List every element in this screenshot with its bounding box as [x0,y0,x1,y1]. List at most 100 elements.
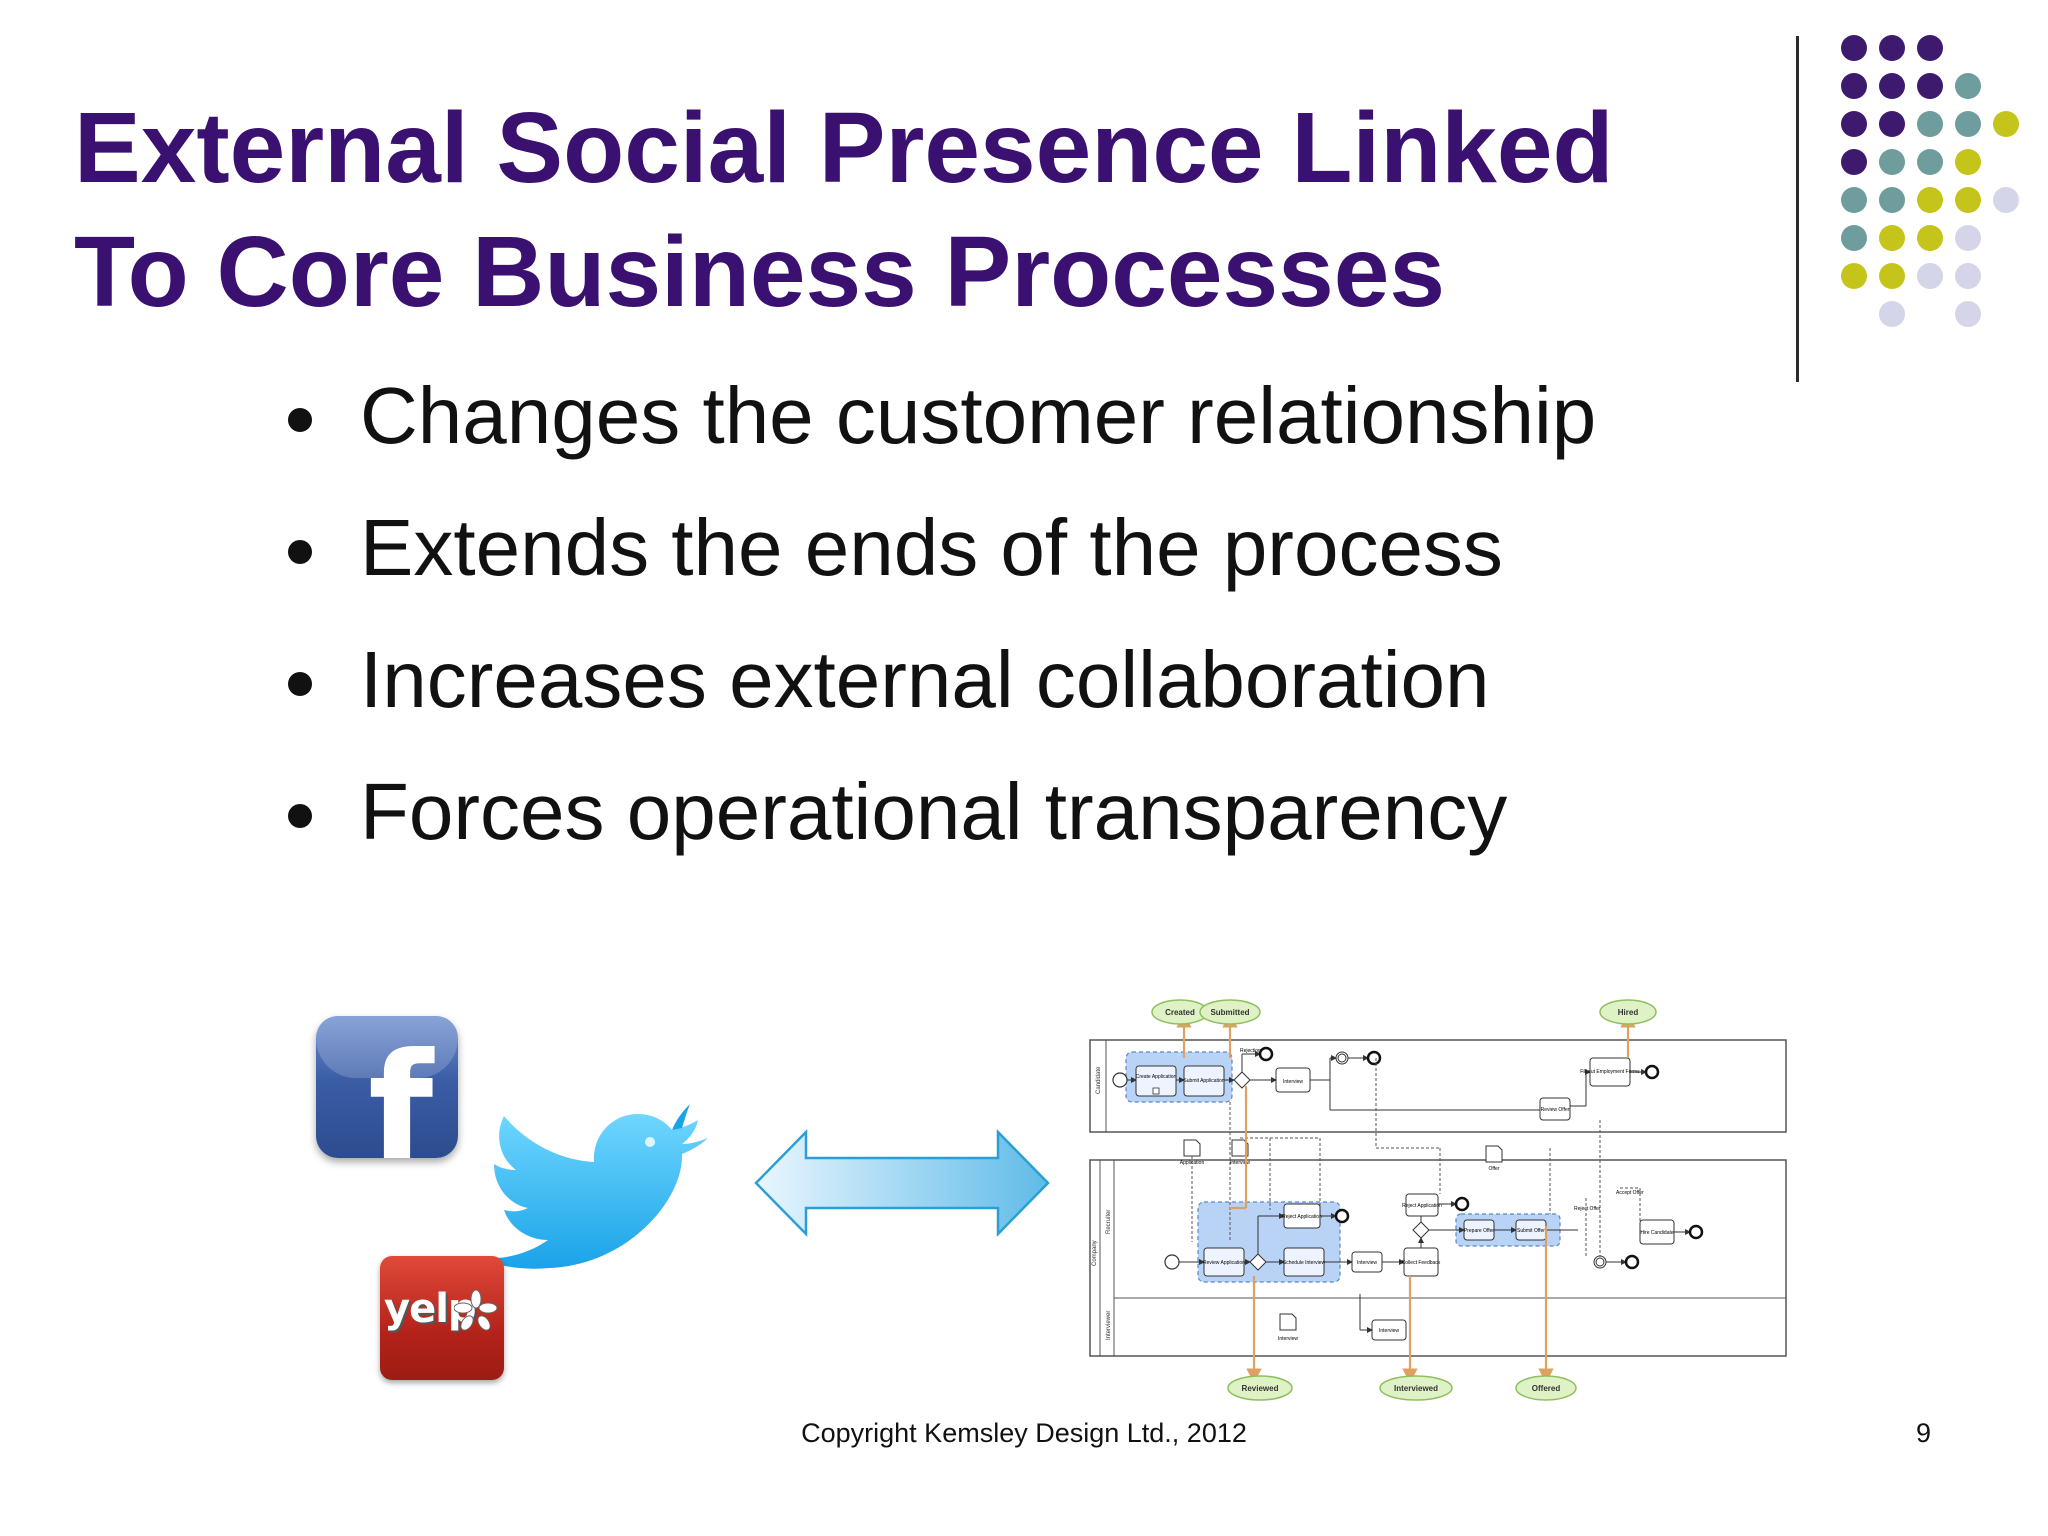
milestone-interviewed [1379,1375,1453,1401]
dot [1955,149,1981,175]
diagram-shape [1485,1145,1503,1163]
diagram-label: Schedule Interview [1283,1260,1326,1266]
diagram-shape [1249,1253,1267,1271]
diagram-event [645,1137,655,1147]
diagram-event [1112,1072,1128,1088]
dot [1993,187,2019,213]
diagram-label: Submit Application [1183,1078,1224,1084]
diagram-label: Hire Candidate [1640,1230,1674,1236]
dot [1955,225,1981,251]
bullet-item: Changes the customer relationship [270,350,1596,482]
diagram-box [1135,1065,1177,1097]
bullet-item: Forces operational transparency [270,746,1596,878]
diagram-box [1539,1097,1571,1121]
double-headed-arrow-icon [754,1128,1050,1238]
diagram-event [1334,1208,1350,1224]
bullet-dot-icon [288,804,312,828]
lane-label: Interviewer [1106,1311,1112,1340]
diagram-label: Interview [1283,1079,1303,1085]
diagram-label: Reviewed [1242,1384,1279,1393]
diagram-label: Review Application [1203,1260,1245,1266]
diagram-label: Interview [1379,1328,1399,1334]
dot [1841,225,1867,251]
diagram-shape [672,1104,690,1130]
diagram-event [1644,1064,1660,1080]
diagram-ellipse [477,1315,491,1331]
diagram-shape [480,1114,708,1269]
diagram-label: Interview [1278,1336,1298,1342]
dot [1917,187,1943,213]
diagram-label: Reject Offer [1574,1206,1601,1212]
diagram-group [1176,1012,1636,1384]
dot [1955,187,1981,213]
page-number: 9 [1916,1418,1932,1448]
dot [1841,35,1867,61]
dot [1993,111,2019,137]
diagram-event [1164,1254,1180,1270]
milestone-hired [1599,999,1657,1025]
diagram-box [1405,1193,1439,1217]
diagram-event [1258,1046,1274,1062]
diagram-label: Fill out Employment Forms [1580,1069,1640,1075]
dot [1955,301,1981,327]
diagram-label: Prepare Offer [1464,1228,1495,1234]
dot [1879,301,1905,327]
diagram-group [1191,1058,1641,1258]
dot [1841,187,1867,213]
dot [1879,73,1905,99]
dot [1917,225,1943,251]
dot [1879,149,1905,175]
diagram-label: Collect Feedback [1402,1260,1441,1266]
dot [1955,111,1981,137]
diagram-shape [1231,1139,1249,1157]
dot [1917,73,1943,99]
yelp-icon: yelp [380,1256,504,1380]
diagram-event [1454,1196,1470,1212]
diagram-label: Interviewed [1394,1384,1438,1393]
diagram-label: Interview [1230,1160,1250,1166]
diagram-label: Offered [1532,1384,1561,1393]
diagram-shape [754,1128,1050,1238]
diagram-label: Created [1165,1008,1195,1017]
bullet-dot-icon [288,408,312,432]
facebook-glyph: f [368,1022,434,1158]
diagram-label: Submit Offer [1517,1228,1545,1234]
diagram-event [1624,1254,1640,1270]
diagram-label: Create Application [1136,1074,1177,1080]
bullet-text: Increases external collaboration [360,635,1490,724]
twitter-bird-icon [480,1104,708,1269]
diagram-box [1183,1065,1225,1097]
diagram-box [1152,1087,1160,1095]
bullet-dot-icon [288,672,312,696]
social-icons-group: f yelp [300,1000,740,1400]
diagram-ellipse [460,1315,474,1331]
diagram-shape [1279,1313,1297,1331]
diagram-label: Review Offer [1541,1107,1570,1113]
bullet-text: Extends the ends of the process [360,503,1503,592]
milestone-reviewed [1227,1375,1293,1401]
milestone-offered [1515,1375,1577,1401]
dot [1879,225,1905,251]
dot [1917,263,1943,289]
milestone-submitted [1199,999,1261,1025]
dot [1917,149,1943,175]
diagram-label: Offer [1488,1166,1499,1172]
bullet-item: Extends the ends of the process [270,482,1596,614]
diagram-shape [1183,1139,1201,1157]
diagram-label: Reject Application [1402,1203,1442,1209]
diagram-label: Rejection [1240,1048,1261,1054]
diagram-event [1595,1257,1605,1267]
dot [1879,111,1905,137]
diagram-ellipse [470,1290,482,1309]
vertical-divider [1796,36,1799,382]
diagram-shape [1412,1221,1430,1239]
dot [1841,149,1867,175]
title-line-2: To Core Business Processes [74,216,1445,328]
dot [1841,111,1867,137]
dot [1879,263,1905,289]
milestone-badges: Created Submitted Hired Reviewed Intervi… [1151,999,1657,1401]
diagram-event [1366,1050,1382,1066]
dot [1917,111,1943,137]
bullet-text: Forces operational transparency [360,767,1508,856]
